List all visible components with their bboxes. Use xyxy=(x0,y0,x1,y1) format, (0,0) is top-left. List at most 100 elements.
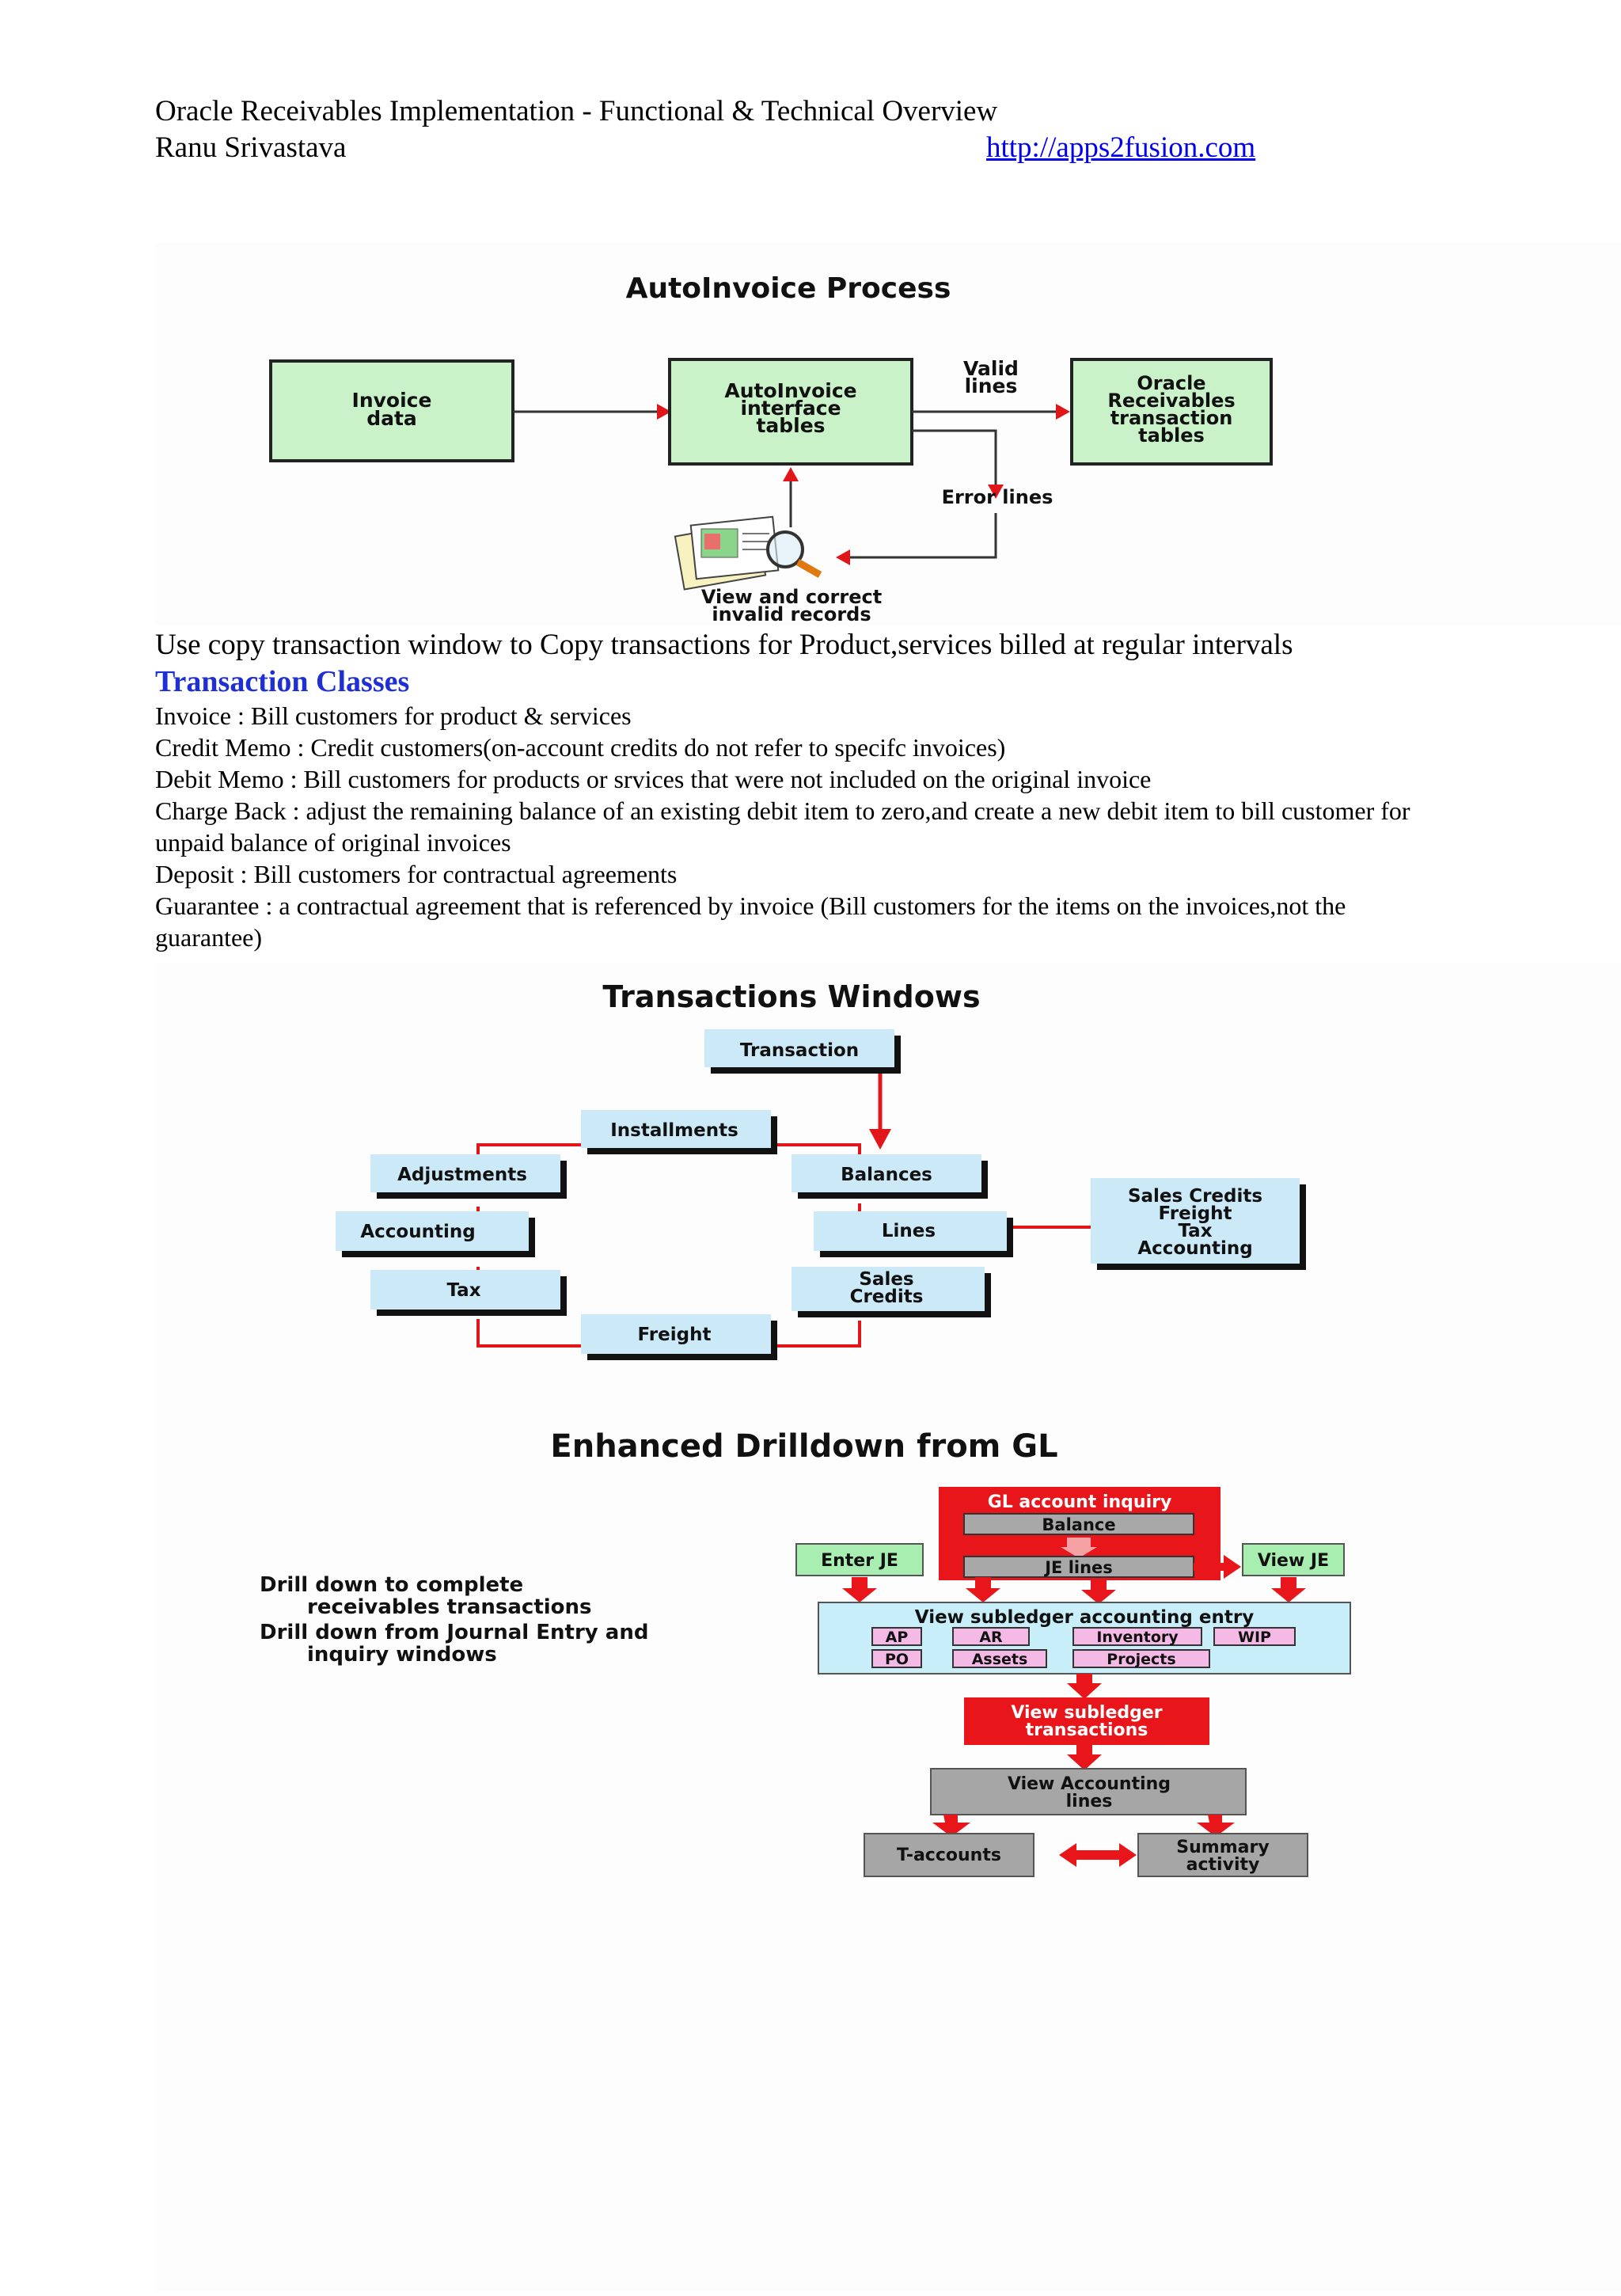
box-adjustments: Adjustments xyxy=(370,1154,567,1199)
installments-label: Installments xyxy=(610,1120,738,1141)
box-installments: Installments xyxy=(581,1110,777,1154)
module-ar: AR xyxy=(979,1629,1003,1646)
arrow-head-2 xyxy=(1056,404,1070,420)
balance-label: Balance xyxy=(1042,1515,1115,1534)
module-inventory: Inventory xyxy=(1096,1629,1179,1646)
class-line-guarantee-cont: guarantee) xyxy=(155,923,263,952)
class-line-invoice: Invoice : Bill customers for product & s… xyxy=(155,701,632,730)
loop-line-br xyxy=(773,1321,861,1348)
invoice-data-box xyxy=(269,359,514,462)
copy-transaction-note: Use copy transaction window to Copy tran… xyxy=(155,629,1293,661)
view-correct-label-1: View and correct xyxy=(701,586,882,608)
loop-line-bl xyxy=(476,1330,583,1348)
error-lines-label: Error lines xyxy=(942,486,1053,508)
invoice-data-label-1: Invoice xyxy=(352,389,432,412)
enter-je-box: Enter JE xyxy=(795,1543,924,1576)
class-line-guarantee: Guarantee : a contractual agreement that… xyxy=(155,891,1346,920)
view-subledger-label-2: transactions xyxy=(1026,1720,1148,1740)
balances-label: Balances xyxy=(841,1165,932,1185)
site-link[interactable]: http://apps2fusion.com xyxy=(986,131,1256,164)
down-arrows-row-3 xyxy=(932,1815,1235,1837)
view-accounting-label-2: lines xyxy=(1066,1792,1113,1811)
view-accounting-label-1: View Accounting xyxy=(1008,1774,1171,1794)
sales-credits-label-1: Sales xyxy=(859,1269,913,1290)
transaction-classes-heading: Transaction Classes xyxy=(155,665,410,698)
arrow-head-1 xyxy=(657,404,671,420)
box-sales-credits: Sales Credits xyxy=(792,1267,991,1317)
interface-tables-box xyxy=(668,358,913,466)
valid-lines-label-2: lines xyxy=(965,374,1018,397)
subledger-entry-box: View subledger accounting entry AP AR In… xyxy=(818,1602,1351,1674)
module-po: PO xyxy=(885,1651,909,1668)
lines-label: Lines xyxy=(882,1221,936,1241)
down-arrows-row-1 xyxy=(842,1577,1306,1604)
summary-label-2: activity xyxy=(1186,1855,1260,1875)
details-label-2: Freight xyxy=(1159,1203,1232,1224)
autoinvoice-diagram: AutoInvoice Process Invoice data AutoInv… xyxy=(269,272,1273,625)
receivables-label-1: Oracle xyxy=(1137,372,1205,394)
autoinvoice-title: AutoInvoice Process xyxy=(626,272,951,305)
arrow-head-4 xyxy=(836,549,850,565)
view-accounting-box: View Accounting lines xyxy=(930,1768,1247,1815)
box-line-details: Sales Credits Freight Tax Accounting xyxy=(1091,1178,1306,1270)
interface-label-2: interface xyxy=(740,397,841,420)
down-arrow-3 xyxy=(1067,1745,1102,1770)
valid-lines-label-1: Valid xyxy=(963,357,1019,380)
view-je-box: View JE xyxy=(1242,1543,1345,1576)
receivables-label-4: tables xyxy=(1138,424,1205,447)
summary-label-1: Summary xyxy=(1176,1838,1269,1857)
freight-label: Freight xyxy=(638,1325,712,1345)
error-lines-connector xyxy=(912,429,997,486)
drilldown-bullet-1: Drill down to complete xyxy=(260,1573,523,1597)
author-name: Ranu Srivastava xyxy=(155,131,347,164)
details-label-4: Accounting xyxy=(1137,1238,1252,1259)
box-transaction: Transaction xyxy=(704,1029,901,1074)
invoice-data-label-2: data xyxy=(366,407,417,430)
je-lines-label: JE lines xyxy=(1043,1558,1113,1577)
box-accounting: Accounting xyxy=(336,1211,535,1257)
drilldown-title: Enhanced Drilldown from GL xyxy=(550,1428,1057,1465)
arrow-head-5 xyxy=(783,467,799,481)
view-subledger-label-1: View subledger xyxy=(1011,1703,1162,1723)
sales-credits-label-2: Credits xyxy=(850,1287,924,1307)
gl-inquiry-box: GL account inquiry Balance JE lines xyxy=(939,1487,1220,1580)
details-label-3: Tax xyxy=(1178,1221,1212,1241)
view-correct-label-2: invalid records xyxy=(712,603,871,625)
receivables-label-3: transaction xyxy=(1110,407,1233,429)
class-line-charge-back: Charge Back : adjust the remaining balan… xyxy=(155,796,1410,825)
drilldown-bullet-2: receivables transactions xyxy=(307,1595,592,1619)
module-wip: WIP xyxy=(1238,1629,1271,1646)
module-ap: AP xyxy=(886,1629,909,1646)
view-records-icon xyxy=(674,515,822,591)
drilldown-bullet-3: Drill down from Journal Entry and xyxy=(260,1621,648,1644)
drilldown-bullet-4: inquiry windows xyxy=(307,1643,497,1667)
class-line-debit-memo: Debit Memo : Bill customers for products… xyxy=(155,765,1152,793)
box-lines: Lines xyxy=(814,1211,1013,1257)
t-accounts-label: T-accounts xyxy=(897,1846,1001,1865)
transactions-windows-diagram: Transactions Windows Transaction xyxy=(260,979,1351,1877)
summary-activity-box: Summary activity xyxy=(1137,1833,1308,1877)
transaction-label: Transaction xyxy=(740,1040,859,1061)
enter-je-label: Enter JE xyxy=(821,1551,898,1571)
receivables-tables-box xyxy=(1070,358,1273,466)
accounting-label: Accounting xyxy=(360,1222,475,1242)
arrow-head-3 xyxy=(988,485,1004,499)
gl-inquiry-label: GL account inquiry xyxy=(988,1492,1172,1512)
transaction-arrow-head xyxy=(869,1129,891,1150)
module-assets: Assets xyxy=(972,1651,1028,1668)
receivables-label-2: Receivables xyxy=(1107,390,1235,412)
t-accounts-box: T-accounts xyxy=(864,1833,1034,1877)
down-arrow-2 xyxy=(1067,1674,1102,1699)
class-line-credit-memo: Credit Memo : Credit customers(on-accoun… xyxy=(155,733,1006,762)
double-arrow xyxy=(1059,1843,1137,1867)
adjustments-label: Adjustments xyxy=(397,1165,527,1185)
interface-label-3: tables xyxy=(756,414,825,437)
box-freight: Freight xyxy=(581,1314,777,1360)
autoinvoice-figure: AutoInvoice Process Invoice data AutoInv… xyxy=(155,242,1621,625)
transactions-windows-title: Transactions Windows xyxy=(602,979,980,1014)
class-line-charge-back-cont: unpaid balance of original invoices xyxy=(155,828,511,857)
view-je-label: View JE xyxy=(1258,1551,1329,1571)
je-to-view-arrow xyxy=(1194,1555,1241,1579)
box-tax: Tax xyxy=(370,1270,567,1316)
module-projects: Projects xyxy=(1107,1651,1175,1668)
